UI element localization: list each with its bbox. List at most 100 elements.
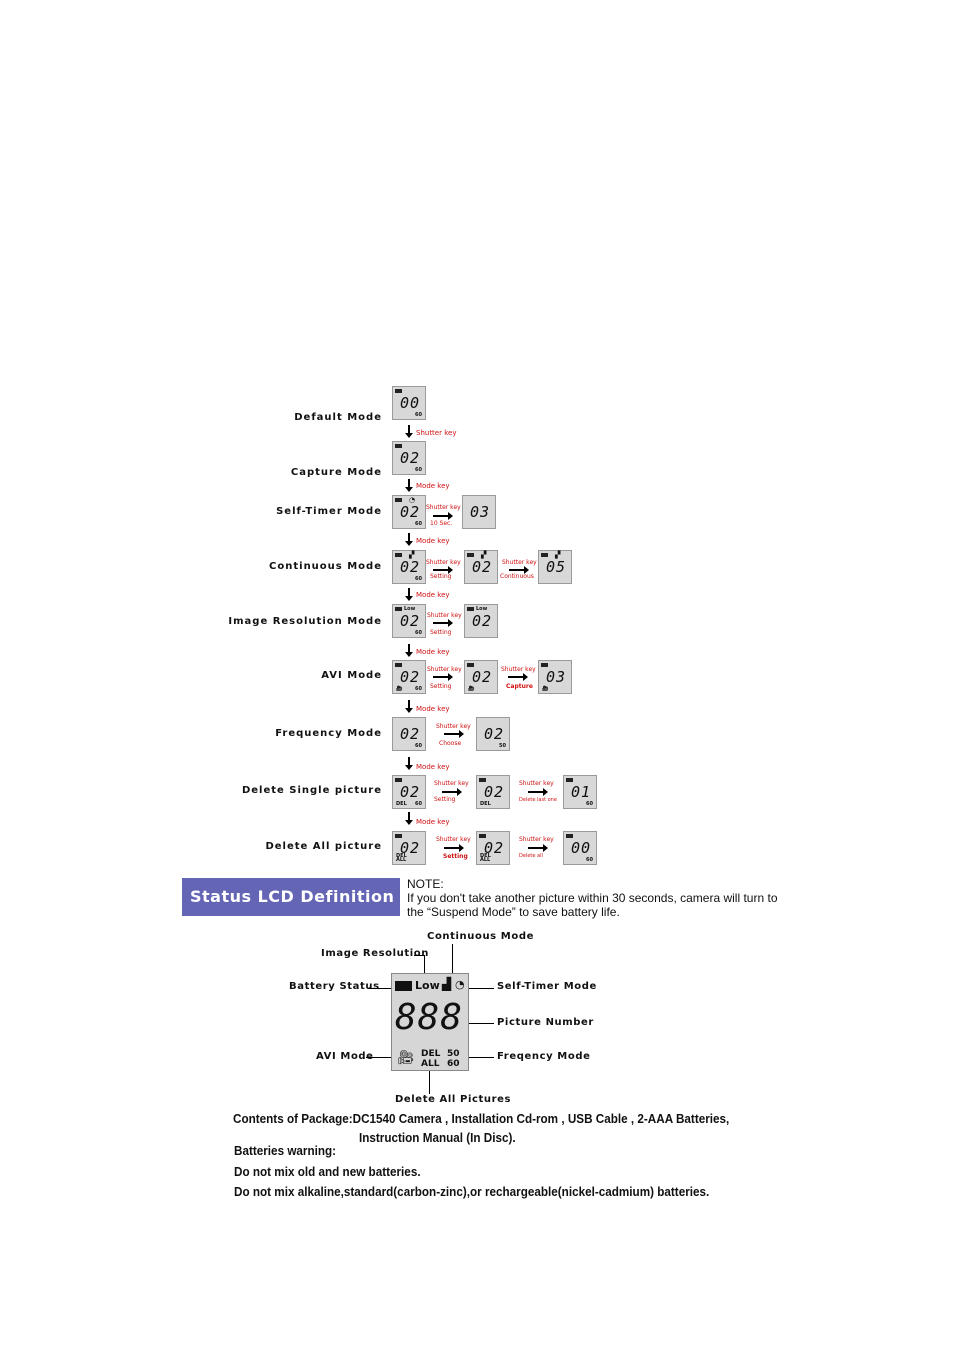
lcd-number: 02 bbox=[399, 503, 421, 521]
down-arrow-icon bbox=[405, 700, 413, 713]
lcd-delete-all-3: 00 60 bbox=[563, 831, 597, 865]
freq-label: 60 bbox=[415, 576, 422, 582]
movie-icon: 🎥︎ bbox=[468, 686, 475, 692]
mode-label-default: Default Mode bbox=[294, 412, 382, 423]
annotation-continuous-mode: Continuous Mode bbox=[427, 931, 534, 942]
right-arrow-icon bbox=[433, 512, 453, 520]
batteries-warning-1: Do not mix old and new batteries. bbox=[234, 1164, 421, 1179]
del-label: DEL bbox=[396, 801, 407, 807]
lcd-capture: 02 60 bbox=[392, 441, 426, 475]
key-label: Mode key bbox=[416, 818, 450, 826]
freq-label: 60 bbox=[415, 467, 422, 473]
key-label: Shutter key bbox=[436, 836, 471, 843]
battery-icon bbox=[541, 553, 548, 557]
battery-icon bbox=[395, 778, 402, 782]
note-line-2: the “Suspend Mode” to save battery life. bbox=[407, 905, 620, 919]
key-label: Mode key bbox=[416, 537, 450, 545]
leader-line bbox=[368, 988, 394, 989]
key-label: Delete all bbox=[519, 853, 543, 859]
leader-line bbox=[414, 955, 424, 956]
del-label: DEL bbox=[396, 853, 407, 859]
leader-line bbox=[466, 1023, 494, 1024]
key-label: Mode key bbox=[416, 763, 450, 771]
key-label: Setting bbox=[430, 573, 452, 580]
package-contents-line-2: Instruction Manual (In Disc). bbox=[359, 1130, 516, 1145]
battery-icon bbox=[467, 663, 474, 667]
del-label: DEL bbox=[421, 1049, 441, 1059]
picture-number-display: 888 bbox=[395, 997, 464, 1038]
battery-icon bbox=[395, 553, 402, 557]
mode-label-capture: Capture Mode bbox=[290, 467, 382, 478]
lcd-number: 02 bbox=[483, 725, 505, 743]
key-label: Shutter key bbox=[427, 666, 462, 673]
key-label: Capture bbox=[506, 683, 533, 690]
mode-label-resolution: Image Resolution Mode bbox=[228, 616, 382, 627]
key-label: Shutter key bbox=[416, 429, 457, 437]
right-arrow-icon bbox=[444, 730, 464, 738]
freq-label: 60 bbox=[586, 857, 593, 863]
lcd-self-timer-2: 03 bbox=[462, 495, 496, 529]
continuous-icon: ▞ bbox=[409, 551, 415, 559]
down-arrow-icon bbox=[405, 425, 413, 438]
annotation-avi-mode: AVI Mode bbox=[316, 1051, 374, 1062]
battery-icon bbox=[395, 498, 402, 502]
lcd-resolution-2: Low 02 bbox=[464, 604, 498, 638]
freq-label: 60 bbox=[415, 630, 422, 636]
key-label: Setting bbox=[443, 853, 468, 860]
lcd-self-timer-1: ◔ 02 60 bbox=[392, 495, 426, 529]
lcd-delete-all-1: 02 DEL ALL bbox=[392, 831, 426, 865]
key-label: 10 Sec. bbox=[430, 520, 453, 527]
note-label: NOTE: bbox=[407, 877, 444, 891]
right-arrow-icon bbox=[508, 673, 528, 681]
key-label: Shutter key bbox=[502, 559, 537, 566]
lcd-number: 02 bbox=[471, 612, 493, 630]
freq-label: 50 bbox=[499, 743, 506, 749]
freq-label: 60 bbox=[415, 412, 422, 418]
key-label: Shutter key bbox=[519, 780, 554, 787]
lcd-avi-3: 03 🎥︎ bbox=[538, 660, 572, 694]
movie-icon: 🎥︎ bbox=[396, 686, 403, 692]
key-label: Mode key bbox=[416, 648, 450, 656]
annotation-frequency-mode: Freqency Mode bbox=[497, 1051, 591, 1062]
annotation-image-resolution: Image Resolution bbox=[321, 948, 429, 959]
freq-label: 60 bbox=[415, 743, 422, 749]
lcd-frequency-1: 02 60 bbox=[392, 717, 426, 751]
status-lcd-title: Status LCD Definition bbox=[182, 878, 400, 916]
all-label: ALL bbox=[396, 857, 407, 863]
key-label: Shutter key bbox=[426, 559, 461, 566]
right-arrow-icon bbox=[509, 566, 529, 574]
key-label: Shutter key bbox=[519, 836, 554, 843]
lcd-continuous-3: ▞ 05 bbox=[538, 550, 572, 584]
right-arrow-icon bbox=[442, 788, 462, 796]
key-label: Mode key bbox=[416, 591, 450, 599]
key-label: Continuous bbox=[500, 573, 534, 580]
battery-icon bbox=[541, 663, 548, 667]
lcd-number: 02 bbox=[399, 668, 421, 686]
lcd-number: 02 bbox=[399, 449, 421, 467]
contents-label: Contents of Package: bbox=[233, 1111, 353, 1126]
low-label: Low bbox=[415, 979, 440, 992]
annotation-battery-status: Battery Status bbox=[289, 981, 380, 992]
lcd-number: 03 bbox=[469, 503, 491, 521]
key-label: Delete last one bbox=[519, 797, 557, 803]
continuous-icon: ▞ bbox=[555, 551, 561, 559]
mode-label-delete-all: Delete All picture bbox=[265, 841, 382, 852]
lcd-number: 02 bbox=[483, 783, 505, 801]
battery-icon bbox=[566, 778, 573, 782]
down-arrow-icon bbox=[405, 812, 413, 825]
key-label: Shutter key bbox=[501, 666, 536, 673]
key-label: Setting bbox=[430, 629, 452, 636]
low-label: Low bbox=[404, 606, 416, 612]
lcd-number: 00 bbox=[570, 839, 592, 857]
freq-label: 60 bbox=[415, 686, 422, 692]
lcd-avi-1: 02 🎥︎ 60 bbox=[392, 660, 426, 694]
lcd-number: 02 bbox=[399, 558, 421, 576]
timer-icon: ◔ bbox=[455, 978, 465, 991]
lcd-delete-all-2: 02 DEL ALL bbox=[476, 831, 510, 865]
leader-line bbox=[366, 1057, 394, 1058]
del-label: DEL bbox=[480, 853, 491, 859]
lcd-delete-single-1: 02 DEL 60 bbox=[392, 775, 426, 809]
leader-line bbox=[424, 955, 425, 979]
down-arrow-icon bbox=[405, 533, 413, 546]
leader-line bbox=[452, 944, 453, 978]
